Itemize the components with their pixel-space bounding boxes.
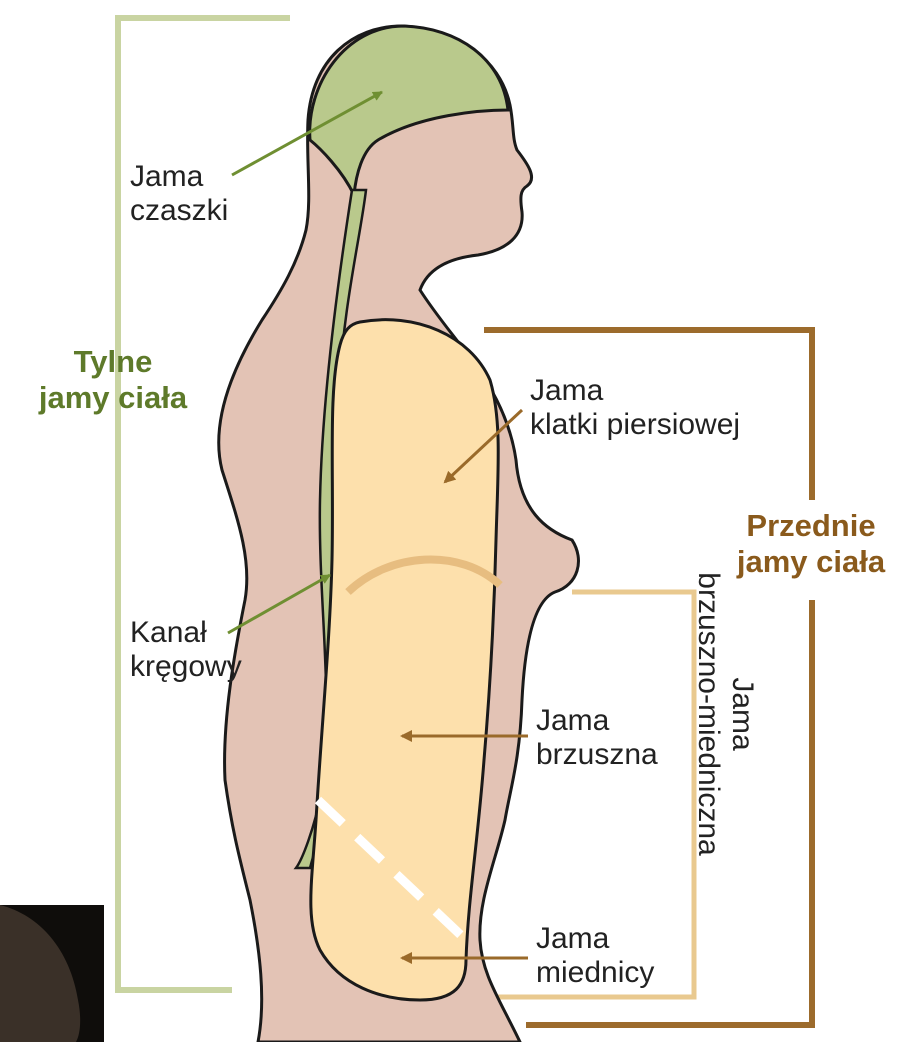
abdominal-cavity-label-line1: Jama	[536, 704, 658, 738]
spinal-canal-label-line2: kręgowy	[130, 650, 242, 684]
thoracic-cavity-label-line1: Jama	[530, 374, 740, 408]
thoracic-cavity-label-line2: klatki piersiowej	[530, 408, 740, 442]
posterior-cavities-label: Tylne jamy ciała	[8, 344, 218, 416]
spinal-canal-label: Kanał kręgowy	[130, 616, 242, 684]
posterior-cavities-label-line1: Tylne	[8, 344, 218, 380]
pelvic-cavity-label-line2: miednicy	[536, 956, 654, 990]
anterior-cavities-label-line1: Przednie	[716, 508, 906, 544]
abdominal-cavity-label: Jama brzuszna	[536, 704, 658, 772]
cranial-cavity-label-line2: czaszki	[130, 194, 228, 228]
cranial-cavity-label: Jama czaszki	[130, 160, 228, 228]
cranial-cavity-label-line1: Jama	[130, 160, 228, 194]
spinal-canal-label-line1: Kanał	[130, 616, 242, 650]
posterior-cavities-label-line2: jamy ciała	[8, 380, 218, 416]
pelvic-cavity-label: Jama miednicy	[536, 922, 654, 990]
abdominal-cavity-label-line2: brzuszna	[536, 738, 658, 772]
trunk-cavity	[311, 320, 498, 1000]
abdominopelvic-cavity-label-line1: Jama	[725, 549, 759, 879]
thoracic-cavity-label: Jama klatki piersiowej	[530, 374, 740, 442]
abdominopelvic-cavity-label-line2: brzuszno-miedniczna	[691, 549, 725, 879]
abdominopelvic-cavity-label: Jama brzuszno-miedniczna	[691, 549, 759, 879]
pelvic-cavity-label-line1: Jama	[536, 922, 654, 956]
